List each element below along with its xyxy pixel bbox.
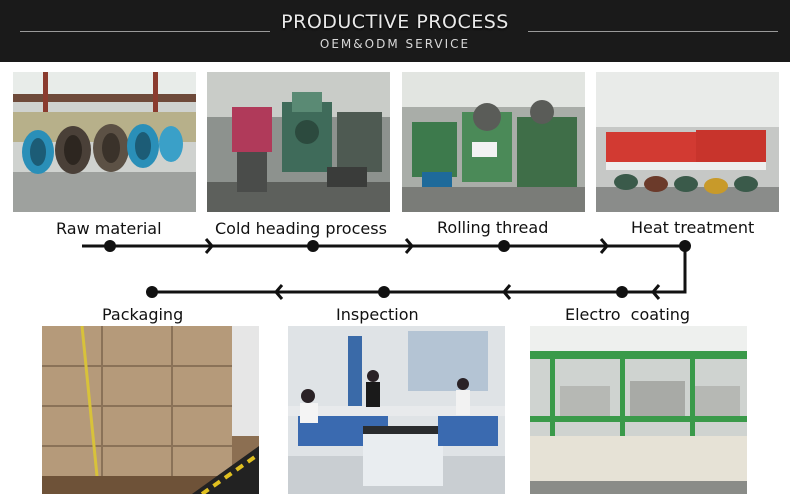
flow-node-3 [498,240,510,252]
flow-node-5 [616,286,628,298]
page-subtitle: OEM&ODM SERVICE [319,37,471,51]
flow-node-6 [378,286,390,298]
photo-heat-treatment [596,72,779,212]
flow-node-7 [146,286,158,298]
flow-node-4 [679,240,691,252]
packaged-cartons-photo-icon [42,326,259,494]
flow-line [82,244,687,294]
step-label-electro-coating: Electro coating [565,305,691,324]
flow-arrow-right-3 [599,238,609,254]
header-banner: PRODUCTIVE PROCESS OEM&ODM SERVICE [0,0,790,62]
flow-arrow-left-1 [651,284,661,300]
header-divider-right [528,31,778,32]
photo-cold-heading [207,72,390,212]
step-label-raw-material: Raw material [56,219,162,238]
heat-treatment-furnace-photo-icon [596,72,779,212]
inspection-lab-photo-icon [288,326,505,494]
step-label-cold-heading: Cold heading process [215,219,387,238]
flow-arrow-left-3 [274,284,284,300]
thread-rolling-machine-photo-icon [402,72,585,212]
page-title: PRODUCTIVE PROCESS [281,11,509,33]
photo-rolling-thread [402,72,585,212]
flow-node-2 [307,240,319,252]
step-label-inspection: Inspection [336,305,419,324]
wire-coils-photo-icon [13,72,196,212]
electroplating-line-photo-icon [530,326,747,494]
header-divider-left [20,31,270,32]
photo-inspection [288,326,505,494]
photo-electro-coating [530,326,747,494]
step-label-heat-treatment: Heat treatment [631,218,755,237]
flow-arrow-left-2 [502,284,512,300]
cold-heading-machine-photo-icon [207,72,390,212]
flow-node-1 [104,240,116,252]
flow-arrow-right-1 [204,238,214,254]
photo-packaging [42,326,259,494]
photo-raw-material [13,72,196,212]
step-label-rolling-thread: Rolling thread [437,218,549,237]
step-label-packaging: Packaging [102,305,184,324]
flow-arrow-right-2 [404,238,414,254]
